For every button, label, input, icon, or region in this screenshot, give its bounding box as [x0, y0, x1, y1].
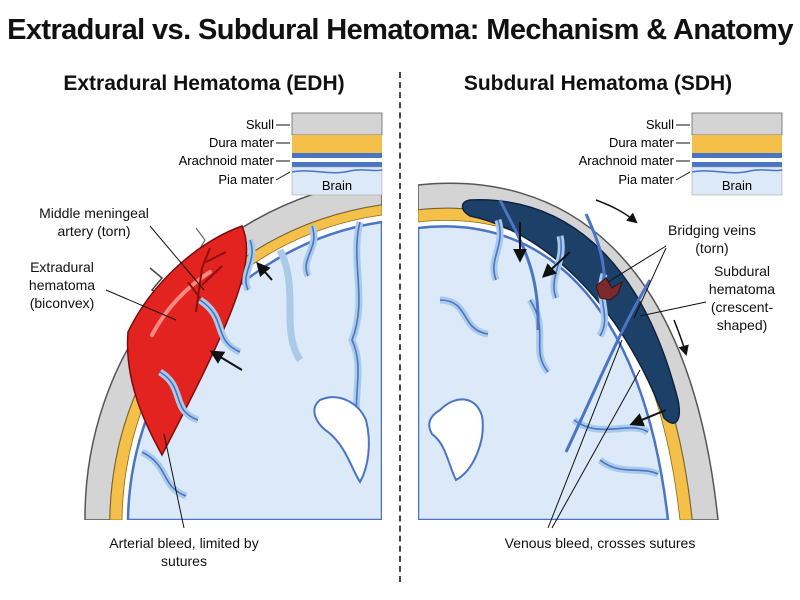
- sdh-sulci: [439, 219, 659, 475]
- edh-hematoma-highlight: [150, 270, 212, 337]
- sdh-flow-arrow-1: [595, 199, 638, 224]
- edh-compression-arrow-1: [209, 350, 243, 371]
- edh-compression-arrow-2: [256, 261, 273, 281]
- edh-label-artery-1: Middle meningeal: [39, 205, 149, 221]
- edh-sulci: [141, 221, 361, 497]
- edh-cross-section: [84, 177, 382, 520]
- sdh-label-hematoma-1: Subdural: [714, 263, 770, 279]
- sdh-label-veins-1: Bridging veins: [668, 222, 756, 238]
- edh-legend-pia: Pia mater: [218, 172, 274, 187]
- sdh-layer-legend: Skull Dura mater Arachnoid mater Pia mat…: [579, 112, 783, 196]
- edh-label-hematoma-2: hematoma: [29, 277, 95, 293]
- edh-layer-legend: Skull Dura mater Arachnoid mater Pia mat…: [179, 112, 383, 196]
- edh-panel-title: Extradural Hematoma (EDH): [63, 72, 345, 95]
- sdh-legend-arachnoid: Arachnoid mater: [579, 153, 675, 168]
- edh-legend-dura: Dura mater: [209, 135, 275, 150]
- panel-divider: [399, 72, 401, 582]
- edh-legend-skull: Skull: [246, 117, 274, 132]
- edh-label-artery-2: artery (torn): [57, 223, 130, 239]
- sdh-label-bleed: Venous bleed, crosses sutures: [505, 535, 696, 551]
- edh-label-hematoma-3: (biconvex): [30, 295, 95, 311]
- sdh-hematoma: [461, 199, 680, 424]
- edh-ventricle: [313, 396, 370, 484]
- edh-label-hematoma-1: Extradural: [30, 259, 94, 275]
- edh-label-bleed-2: sutures: [161, 553, 207, 569]
- sdh-panel-title: Subdural Hematoma (SDH): [463, 72, 733, 95]
- sdh-cross-section: [418, 182, 719, 520]
- sdh-label-hematoma-4: shaped): [717, 317, 768, 333]
- sdh-label-hematoma-3: (crescent-: [711, 299, 774, 315]
- sdh-legend-brain: Brain: [722, 178, 752, 193]
- edh-legend-brain: Brain: [322, 178, 352, 193]
- sdh-vein-rupture: [595, 277, 623, 301]
- sdh-compression-arrow-3: [629, 409, 667, 427]
- sdh-flow-arrow-2: [673, 319, 689, 357]
- sdh-annotations: Bridging veins (torn) Subdural hematoma …: [505, 222, 776, 551]
- edh-hematoma: [126, 225, 248, 457]
- edh-meningeal-artery: [187, 247, 227, 313]
- sdh-legend-dura: Dura mater: [609, 135, 675, 150]
- edh-legend-arachnoid: Arachnoid mater: [179, 153, 275, 168]
- sdh-label-veins-2: (torn): [695, 240, 728, 256]
- edh-label-bleed-1: Arterial bleed, limited by: [109, 535, 258, 551]
- sdh-compression-arrow-2: [541, 251, 571, 278]
- sdh-legend-skull: Skull: [646, 117, 674, 132]
- sdh-ventricle: [428, 398, 484, 482]
- sdh-legend-pia: Pia mater: [618, 172, 674, 187]
- edh-annotations: Middle meningeal artery (torn) Extradura…: [29, 205, 259, 569]
- diagram-title: Extradural vs. Subdural Hematoma: Mechan…: [7, 14, 793, 46]
- sdh-label-hematoma-2: hematoma: [709, 281, 775, 297]
